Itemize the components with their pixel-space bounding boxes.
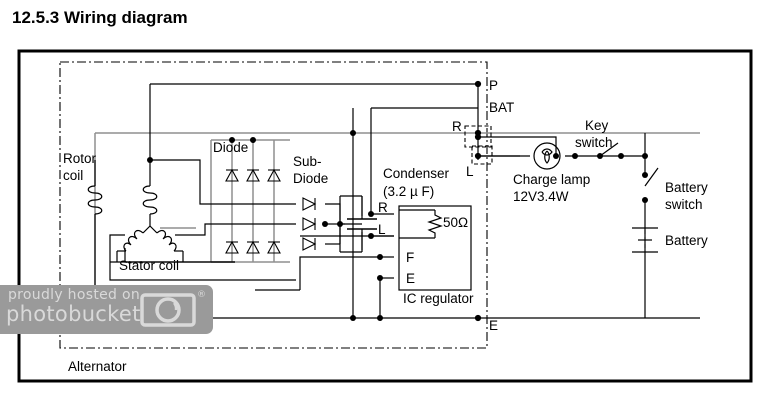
label-ic-regulator: IC regulator: [403, 291, 474, 306]
photobucket-watermark: proudly hosted on photobucket ®: [0, 285, 213, 334]
watermark-line1: proudly hosted on: [8, 287, 140, 303]
label-sub-diode-line1: Sub-: [293, 154, 322, 169]
label-charge-lamp-line2: 12V3.4W: [513, 189, 569, 204]
label-key-switch-line2: switch: [575, 135, 613, 150]
terminal-label-bat: BAT: [489, 100, 514, 115]
junction-dots: [147, 80, 648, 322]
l-connector-box: [471, 145, 493, 165]
label-key-switch-line1: Key: [585, 118, 609, 133]
label-alternator: Alternator: [68, 359, 127, 374]
terminal-label-p: P: [489, 78, 498, 93]
label-sub-diode-line2: Diode: [293, 171, 328, 186]
diode-bridge-symbol: [225, 168, 281, 254]
terminal-label-reg-r: R: [378, 200, 388, 215]
terminal-label-reg-l: L: [378, 222, 386, 237]
label-stator-coil: Stator coil: [119, 258, 179, 273]
label-rotor-coil-line1: Rotor: [63, 151, 97, 166]
label-resistor-value: 50Ω: [443, 215, 468, 230]
watermark-registered-mark: ®: [197, 290, 206, 300]
r-connector-box: [464, 125, 492, 148]
label-battery: Battery: [665, 233, 708, 248]
label-condenser-line1: Condenser: [383, 166, 450, 181]
label-battery-switch-line1: Battery: [665, 180, 708, 195]
terminal-label-l-connector: L: [466, 164, 474, 179]
terminal-label-r-connector: R: [452, 119, 462, 134]
rotor-coil-symbol: [87, 185, 103, 215]
label-diode: Diode: [213, 140, 248, 155]
alternator-boundary: [59, 61, 488, 349]
label-charge-lamp-line1: Charge lamp: [513, 172, 590, 187]
watermark-line2: photobucket: [6, 302, 141, 326]
page-title: 12.5.3 Wiring diagram: [12, 8, 188, 27]
terminal-label-reg-f: F: [406, 250, 414, 265]
stator-coil-symbol: [116, 185, 184, 262]
label-condenser-line2: (3.2 µ F): [383, 184, 434, 199]
terminal-label-reg-e: E: [406, 271, 415, 286]
camera-icon: [140, 293, 196, 327]
terminal-label-e-ground: E: [489, 318, 498, 333]
label-rotor-coil-line2: coil: [63, 168, 83, 183]
sub-diode-symbol: [302, 197, 317, 251]
regulator-resistor-symbol: [399, 209, 443, 239]
charge-lamp-symbol: [533, 142, 561, 170]
label-battery-switch-line2: switch: [665, 197, 703, 212]
